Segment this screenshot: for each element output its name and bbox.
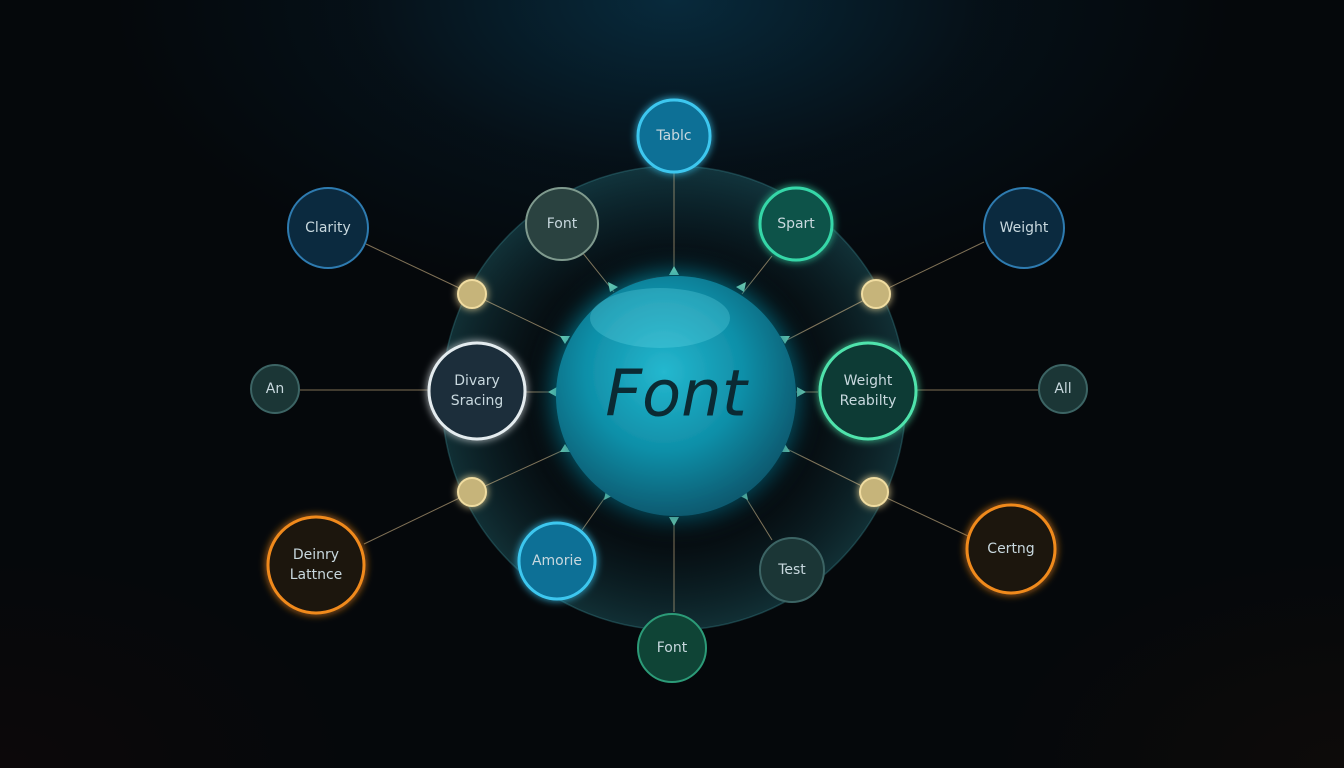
arrow-marker: [780, 336, 790, 344]
node-outer-right-top[interactable]: Weight: [983, 187, 1065, 269]
node-circle: [818, 341, 918, 441]
node-label: Deinry: [293, 547, 339, 563]
node-circle: [517, 521, 597, 601]
node-circle: [759, 537, 825, 603]
node-circle: [636, 98, 712, 174]
node-circle: [1038, 364, 1088, 414]
node-upper-right-inner[interactable]: Spart: [758, 186, 834, 262]
connector-line: [471, 447, 569, 493]
connector-line: [581, 495, 607, 531]
arrow-marker: [669, 266, 679, 275]
node-label: Divary: [454, 373, 500, 389]
arrow-marker: [797, 387, 806, 397]
node-outer-right-bottom[interactable]: Certng: [965, 503, 1057, 595]
node-label: Weight: [844, 373, 893, 389]
node-label: Lattnce: [290, 567, 343, 583]
node-lower-right-inner[interactable]: Test: [759, 537, 825, 603]
node-circle: [250, 364, 300, 414]
node-label: Amorie: [532, 553, 582, 569]
node-outer-left-top[interactable]: Clarity: [287, 187, 369, 269]
arrow-marker: [736, 282, 746, 292]
junction-dot: [457, 279, 487, 309]
node-circle: [758, 186, 834, 262]
junction-dot: [457, 477, 487, 507]
node-lower-left-inner[interactable]: Amorie: [517, 521, 597, 601]
center-sphere: [556, 276, 796, 516]
node-label: An: [266, 381, 284, 397]
connector-line: [875, 241, 985, 295]
connector-line: [873, 491, 969, 537]
node-label: Spart: [777, 216, 815, 232]
junction-dot: [861, 279, 891, 309]
arrow-marker: [560, 336, 570, 344]
arrow-marker: [560, 444, 570, 452]
node-label: Certng: [987, 541, 1034, 557]
connector-line: [741, 255, 773, 295]
connector-line: [784, 447, 875, 493]
connector-line: [784, 293, 877, 342]
node-circle: [965, 503, 1057, 595]
connector-line: [365, 243, 473, 295]
center-node[interactable]: Font: [556, 276, 796, 516]
node-bottom[interactable]: Font: [637, 613, 707, 683]
node-label: Weight: [1000, 220, 1049, 236]
node-circle: [287, 187, 369, 269]
connector-line: [363, 491, 473, 545]
connector-line: [471, 293, 569, 341]
node-circle: [427, 341, 527, 441]
node-circle: [266, 515, 366, 615]
node-label: Test: [777, 562, 806, 578]
arrow-marker: [669, 517, 679, 526]
node-label: Reabilty: [840, 393, 897, 409]
connector-lines: [300, 172, 1040, 612]
node-label: Tablc: [655, 128, 691, 144]
node-label: Font: [657, 640, 688, 656]
junction-dots: [457, 279, 891, 507]
node-circle: [637, 613, 707, 683]
center-highlight: [590, 288, 730, 348]
arrow-marker: [608, 282, 618, 292]
node-far-right[interactable]: All: [1038, 364, 1088, 414]
node-label: Sracing: [451, 393, 504, 409]
node-label: All: [1054, 381, 1071, 397]
node-far-left[interactable]: An: [250, 364, 300, 414]
arrow-marker: [548, 387, 557, 397]
node-label: Clarity: [305, 220, 351, 236]
node-upper-left-inner[interactable]: Font: [525, 187, 599, 261]
junction-dot: [859, 477, 889, 507]
center-label: Font: [605, 358, 750, 432]
connector-line: [745, 497, 773, 541]
node-top[interactable]: Tablc: [636, 98, 712, 174]
node-label: Font: [547, 216, 578, 232]
node-circle: [525, 187, 599, 261]
node-circle: [983, 187, 1065, 269]
